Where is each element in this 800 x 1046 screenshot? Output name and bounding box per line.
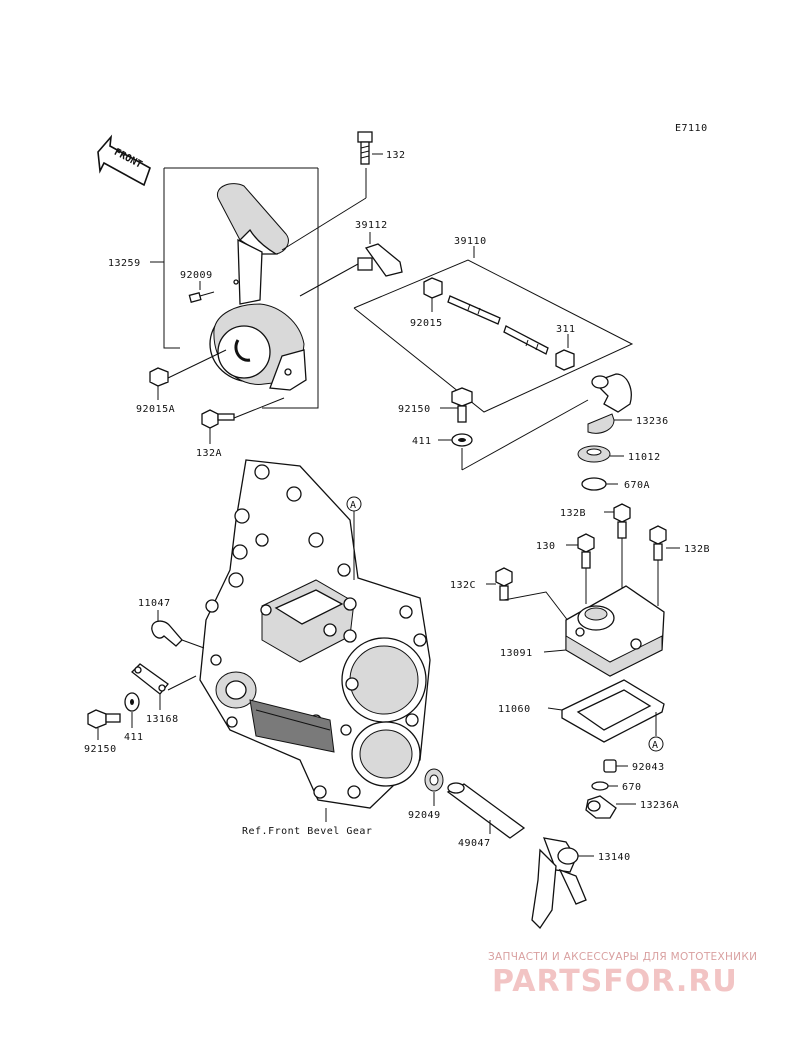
shift-lever-illustration bbox=[209, 183, 307, 391]
transmission-case-illustration: A bbox=[199, 459, 431, 822]
circle-marker-a-upper: A bbox=[350, 500, 357, 511]
fork-13140-icon bbox=[531, 837, 594, 930]
gasket-11060-icon: A bbox=[547, 679, 665, 752]
label-13140: 13140 bbox=[598, 852, 631, 863]
label-92015a: 92015A bbox=[136, 404, 175, 415]
label-132b: 132B bbox=[684, 544, 710, 555]
label-411-top: 411 bbox=[412, 436, 432, 447]
joint-39112-icon bbox=[299, 232, 403, 297]
label-132c: 132C bbox=[450, 580, 476, 591]
label-92150: 92150 bbox=[84, 744, 117, 755]
label-92009: 92009 bbox=[180, 270, 213, 281]
linkage-13236-icon bbox=[587, 373, 632, 434]
label-13236a: 13236A bbox=[640, 800, 679, 811]
bolt-132c-icon bbox=[486, 567, 573, 627]
rod-39110-icon bbox=[423, 277, 575, 371]
label-670: 670 bbox=[622, 782, 642, 793]
bolt-92150-icon bbox=[87, 709, 121, 740]
seal-11012-icon bbox=[577, 445, 624, 491]
washer-411-icon bbox=[124, 692, 140, 728]
watermark-logo: PARTSFOR.RU bbox=[492, 964, 738, 999]
bolt-132a-icon bbox=[201, 397, 285, 444]
label-92150-top: 92150 bbox=[398, 404, 431, 415]
rod-group-39110-frame bbox=[353, 246, 634, 413]
label-13168: 13168 bbox=[146, 714, 179, 725]
bolt-130-icon bbox=[566, 533, 595, 604]
label-411: 411 bbox=[124, 732, 144, 743]
label-11047: 11047 bbox=[138, 598, 171, 609]
label-92049: 92049 bbox=[408, 810, 441, 821]
screw-92009-icon bbox=[188, 281, 215, 303]
front-arrow-icon: FRONT bbox=[97, 134, 151, 187]
oring-670-icon bbox=[591, 781, 618, 791]
bolt-132b-upper-icon bbox=[604, 503, 631, 590]
label-92043: 92043 bbox=[632, 762, 665, 773]
circle-marker-a-lower: A bbox=[652, 740, 659, 751]
bolt-132b-icon bbox=[649, 525, 680, 606]
shift-lever-group-frame bbox=[150, 167, 319, 409]
label-11012: 11012 bbox=[628, 452, 661, 463]
bolt-92150-top-icon bbox=[438, 387, 589, 471]
label-39112: 39112 bbox=[355, 220, 388, 231]
label-132: 132 bbox=[386, 150, 406, 161]
label-39110: 39110 bbox=[454, 236, 487, 247]
nut-92015a-icon bbox=[149, 349, 227, 400]
label-130: 130 bbox=[536, 541, 556, 552]
label-311: 311 bbox=[556, 324, 576, 335]
clip-11047-icon bbox=[151, 610, 205, 649]
label-132a: 132A bbox=[196, 448, 222, 459]
bolt-132-icon bbox=[281, 131, 383, 251]
ref-note: Ref.Front Bevel Gear bbox=[242, 826, 372, 837]
label-132b-upper: 132B bbox=[560, 508, 586, 519]
plate-13168-icon bbox=[131, 663, 197, 710]
label-92015: 92015 bbox=[410, 318, 443, 329]
label-13091: 13091 bbox=[500, 648, 533, 659]
label-13236: 13236 bbox=[636, 416, 669, 427]
seal-92049-icon bbox=[424, 768, 444, 806]
label-670a: 670A bbox=[624, 480, 650, 491]
pin-92043-icon bbox=[603, 759, 628, 773]
linkage-13236a-icon bbox=[585, 795, 636, 819]
label-11060: 11060 bbox=[498, 704, 531, 715]
label-13259: 13259 bbox=[108, 258, 141, 269]
label-49047: 49047 bbox=[458, 838, 491, 849]
shaft-49047-icon bbox=[446, 782, 526, 839]
diagram-code: E7110 bbox=[675, 123, 708, 134]
watermark-tagline: ЗАПЧАСТИ И АКСЕССУАРЫ ДЛЯ МОТОТЕХНИКИ bbox=[488, 951, 758, 963]
cover-13091-icon bbox=[543, 585, 665, 677]
